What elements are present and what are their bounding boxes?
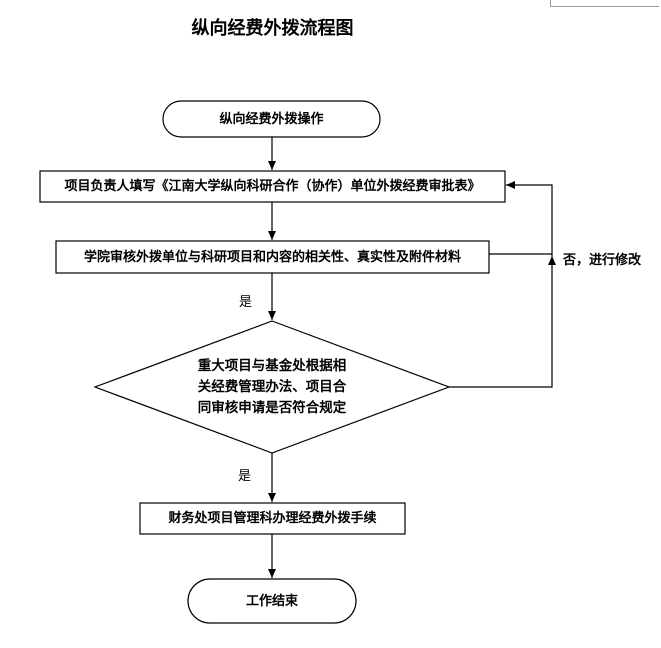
no-revise-label: 否，进行修改 <box>563 253 642 268</box>
finance-label: 财务处项目管理科办理经费外拨手续 <box>168 511 377 526</box>
end-label: 工作结束 <box>245 593 298 609</box>
fill-form-box <box>39 170 506 203</box>
decision-label: 重大项目与基金处根据相关经费管理办法、项目合同审核申请是否符合规定 <box>197 357 347 416</box>
fill-form-label: 项目负责人填写《江南大学纵向科研合作（协作）单位外拨经费审批表》 <box>64 179 481 194</box>
page-title: 纵向经费外拨流程图 <box>191 18 354 39</box>
end-terminal <box>187 578 357 624</box>
feedback-line-to-form <box>506 181 553 256</box>
yes-label-2: 是 <box>238 469 252 484</box>
college-review-label: 学院审核外拨单位与科研项目和内容的相关性、真实性及附件材料 <box>83 249 461 265</box>
start-label: 纵向经费外拨操作 <box>219 111 324 127</box>
yes-label-1: 是 <box>239 295 253 310</box>
college-review-box <box>55 240 490 274</box>
feedback-line-from-decision <box>449 256 556 388</box>
page-corner-mark <box>550 0 659 7</box>
